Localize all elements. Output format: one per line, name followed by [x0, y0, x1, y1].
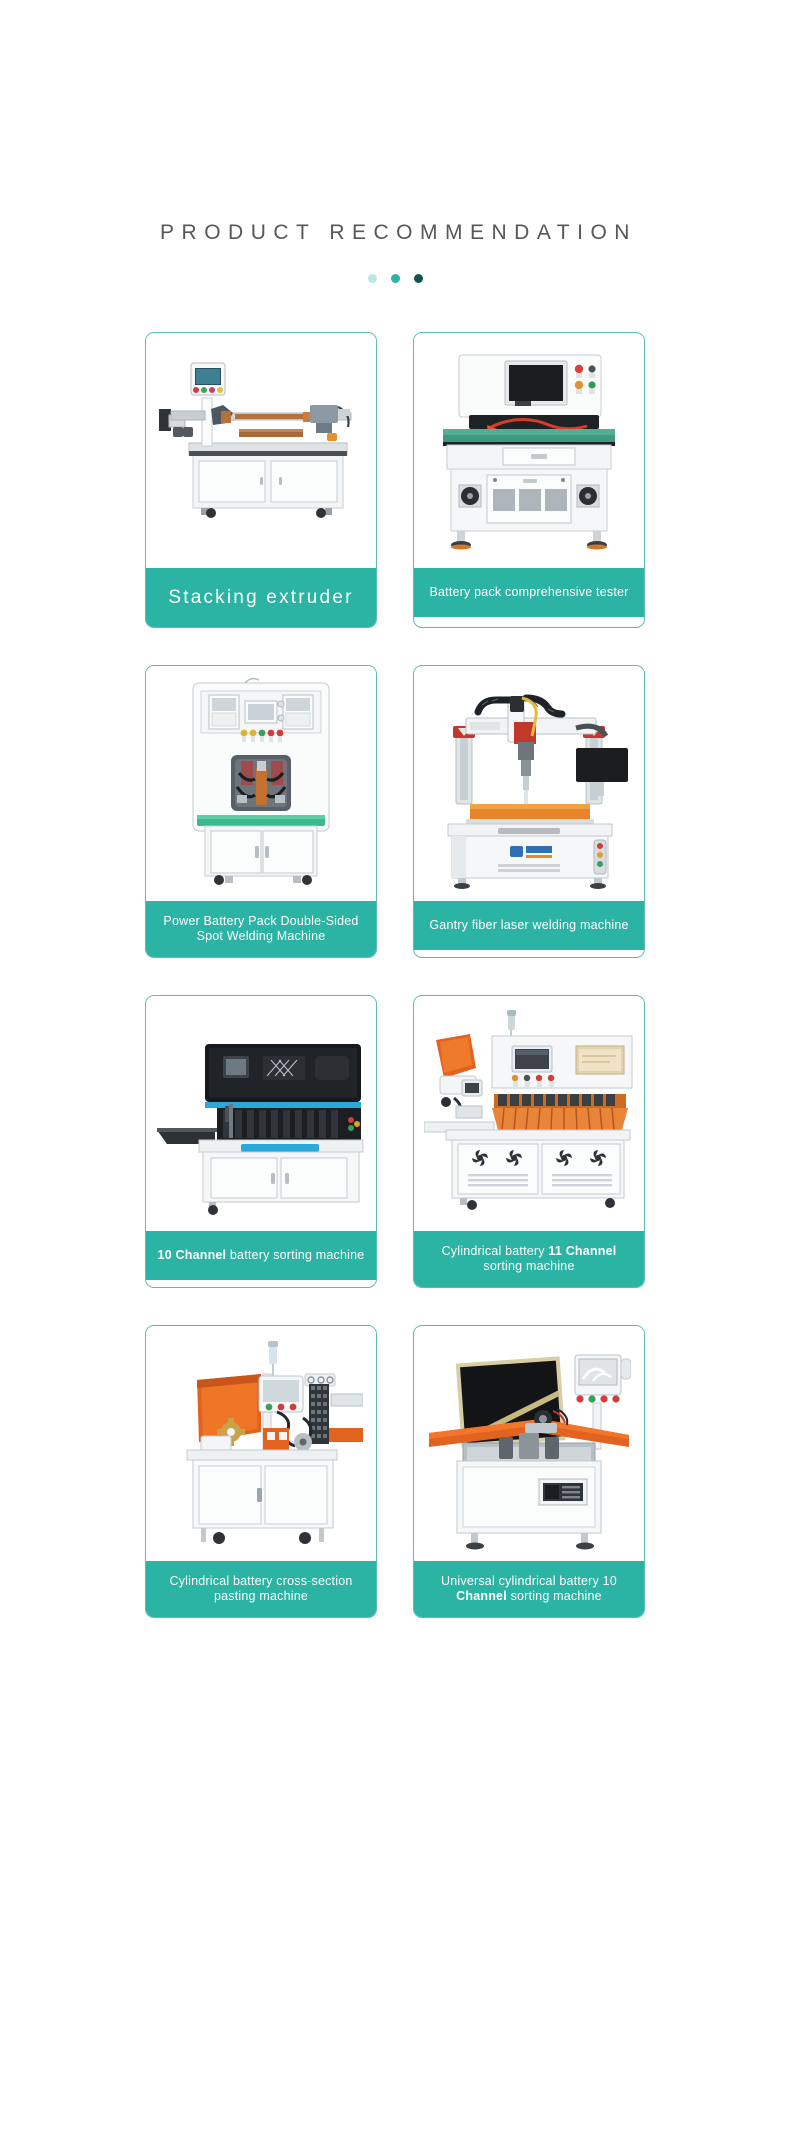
product-image-stacking-extruder	[146, 333, 376, 568]
product-caption-stacking-extruder: Stacking extruder	[146, 568, 376, 627]
product-caption-text: Power Battery Pack Double-Sided Spot Wel…	[154, 914, 368, 944]
caption-plain: battery sorting machine	[226, 1248, 365, 1262]
product-image-battery-pack-comprehensive-tester	[414, 333, 644, 568]
product-card-battery-pack-comprehensive-tester[interactable]: Battery pack comprehensive tester	[413, 332, 645, 628]
product-caption-10-channel-battery-sorting-machine: 10 Channel battery sorting machine	[146, 1231, 376, 1280]
caption-plain: Power Battery Pack Double-Sided Spot Wel…	[163, 914, 359, 943]
product-image-cylindrical-battery-11-channel-sorting-machine	[414, 996, 644, 1231]
product-caption-text: Cylindrical battery 11 Channel sorting m…	[422, 1244, 636, 1274]
product-image-10-channel-battery-sorting-machine	[146, 996, 376, 1231]
carousel-dot-3[interactable]	[413, 274, 423, 283]
product-card-10-channel-battery-sorting-machine[interactable]: 10 Channel battery sorting machine	[145, 995, 377, 1288]
caption-emphasis: 10 Channel	[157, 1248, 227, 1262]
product-image-universal-cylindrical-battery-10-channel-sorting-machine	[414, 1326, 644, 1561]
product-card-power-battery-pack-double-sided-spot-welding-machine[interactable]: Power Battery Pack Double-Sided Spot Wel…	[145, 665, 377, 958]
product-caption-cylindrical-battery-cross-section-pasting-machine: Cylindrical battery cross-section pastin…	[146, 1561, 376, 1617]
caption-plain: Cylindrical battery cross-section pastin…	[169, 1574, 353, 1603]
page-title: PRODUCT RECOMMENDATION	[160, 221, 637, 244]
product-caption-gantry-fiber-laser-welding-machine: Gantry fiber laser welding machine	[414, 901, 644, 950]
product-image-power-battery-pack-double-sided-spot-welding-machine	[146, 666, 376, 901]
product-card-stacking-extruder[interactable]: Stacking extruder	[145, 332, 377, 628]
product-card-gantry-fiber-laser-welding-machine[interactable]: Gantry fiber laser welding machine	[413, 665, 645, 958]
caption-plain: sorting machine	[483, 1259, 575, 1273]
product-card-cylindrical-battery-11-channel-sorting-machine[interactable]: Cylindrical battery 11 Channel sorting m…	[413, 995, 645, 1288]
product-caption-text: Universal cylindrical battery 10 Channel…	[422, 1574, 636, 1604]
product-caption-text: Battery pack comprehensive tester	[429, 585, 628, 600]
product-image-gantry-fiber-laser-welding-machine	[414, 666, 644, 901]
product-caption-universal-cylindrical-battery-10-channel-sorting-machine: Universal cylindrical battery 10 Channel…	[414, 1561, 644, 1617]
caption-plain: Universal cylindrical battery 10	[441, 1574, 617, 1588]
product-card-cylindrical-battery-cross-section-pasting-machine[interactable]: Cylindrical battery cross-section pastin…	[145, 1325, 377, 1618]
carousel-dot-1[interactable]	[367, 274, 377, 283]
product-caption-text: Stacking extruder	[168, 587, 353, 609]
product-image-cylindrical-battery-cross-section-pasting-machine	[146, 1326, 376, 1561]
product-caption-battery-pack-comprehensive-tester: Battery pack comprehensive tester	[414, 568, 644, 617]
product-grid: Stacking extruder	[42, 283, 748, 1618]
product-caption-cylindrical-battery-11-channel-sorting-machine: Cylindrical battery 11 Channel sorting m…	[414, 1231, 644, 1287]
carousel-dots[interactable]	[0, 274, 790, 283]
product-caption-text: Gantry fiber laser welding machine	[429, 918, 628, 933]
product-caption-power-battery-pack-double-sided-spot-welding-machine: Power Battery Pack Double-Sided Spot Wel…	[146, 901, 376, 957]
caption-plain: Battery pack comprehensive tester	[429, 585, 629, 599]
product-caption-text: 10 Channel battery sorting machine	[158, 1248, 365, 1263]
product-caption-text: Cylindrical battery cross-section pastin…	[154, 1574, 368, 1604]
carousel-dot-2[interactable]	[390, 274, 400, 283]
caption-plain: Gantry fiber laser welding machine	[429, 918, 629, 932]
product-card-universal-cylindrical-battery-10-channel-sorting-machine[interactable]: Universal cylindrical battery 10 Channel…	[413, 1325, 645, 1618]
caption-plain: Stacking extruder	[168, 586, 354, 608]
caption-plain: sorting machine	[506, 1589, 602, 1603]
caption-plain: Cylindrical battery	[441, 1244, 549, 1258]
caption-emphasis: 11 Channel	[548, 1244, 617, 1258]
caption-emphasis: Channel	[456, 1589, 507, 1603]
